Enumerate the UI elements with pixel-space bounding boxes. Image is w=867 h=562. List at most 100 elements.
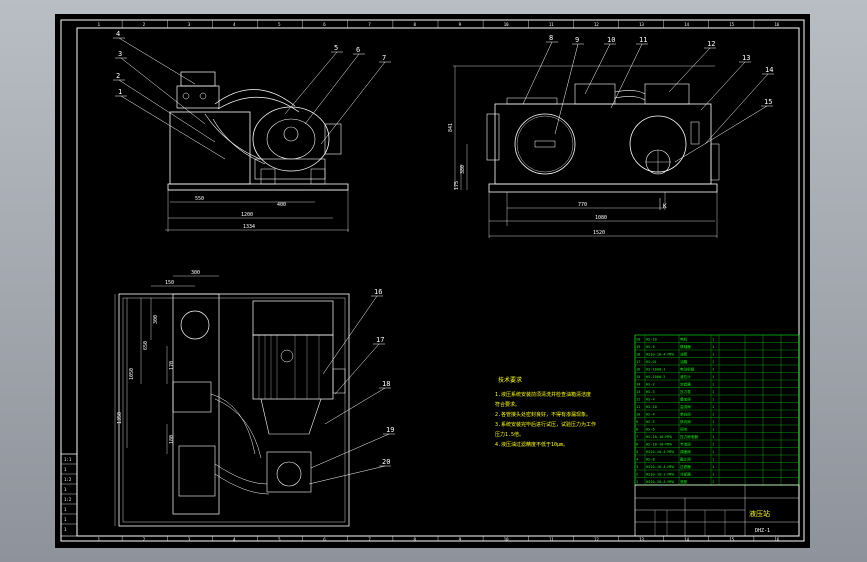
leader-line [334, 343, 380, 395]
bom-cell: 溢流阀 [680, 404, 691, 409]
bom-cell: 1 [712, 390, 714, 394]
front-dim-1334: 1334 [243, 224, 255, 230]
balloon-number: 8 [549, 34, 553, 42]
balloon-number: 3 [118, 50, 122, 58]
top-dim-650: 650 [143, 341, 149, 350]
bom-cell: HS-2 [646, 383, 655, 387]
front-dim-1200: 1200 [241, 212, 253, 218]
leader-line [120, 57, 206, 125]
bom-cell: 19 [636, 345, 640, 349]
bom-cell: HS-9 [646, 345, 655, 349]
bom-cell: 14 [636, 383, 640, 387]
leader-line [700, 61, 746, 111]
bom-cell: 过滤器 [680, 464, 691, 469]
zone-number-top: 5 [278, 22, 281, 27]
top-dim-1350: 1350 [117, 412, 123, 424]
border-zones: 1122334455667788991010111112121313141415… [98, 20, 780, 542]
balloon-number: 14 [765, 66, 773, 74]
zone-number-bottom: 7 [368, 537, 371, 542]
bom-cell: 1 [712, 338, 714, 342]
leader-line [704, 73, 769, 145]
balloon-number: 1 [118, 88, 122, 96]
bom-cell: 调速阀 [680, 449, 691, 454]
note-line: 1.液压系统安装前须清洗并检查油箱清洁度 [495, 391, 591, 398]
bom-cell: HS-1000-2 [646, 375, 665, 379]
bom-cell: HS10-10-4-MPA [646, 353, 675, 357]
bom-cell: 空滤器 [680, 382, 691, 387]
bom-cell: 叠加阀 [680, 397, 691, 402]
left-strip-cell: 1:2 [64, 497, 72, 502]
left-strip-cell: 1 [64, 517, 67, 522]
bom-cell: 15 [636, 375, 640, 379]
bom-cell: HS-3 [646, 390, 655, 394]
bom-cell: 7 [636, 435, 638, 439]
leader-line [308, 465, 386, 485]
top-view: 300 150 300 650 1050 1350 170 180 161718… [114, 270, 395, 527]
leader-line [284, 51, 338, 115]
zone-number-top: 12 [594, 22, 599, 27]
bom-cell: HS-10-10-MPA [646, 443, 673, 447]
zone-number-bottom: 6 [323, 537, 326, 542]
side-dim-380: 380 [460, 165, 466, 174]
balloon-number: 12 [707, 40, 715, 48]
balloon-number: 17 [376, 336, 384, 344]
zone-number-top: 11 [549, 22, 554, 27]
bom-cell: HS-5 [646, 420, 655, 424]
leader-line [324, 387, 386, 425]
balloon-number: 18 [382, 380, 390, 388]
balloon-number: 10 [607, 36, 615, 44]
title-block: 液压站 DHZ-1 [634, 484, 800, 537]
zone-number-top: 3 [188, 22, 191, 27]
balloon-number: 11 [639, 36, 647, 44]
zone-number-top: 15 [729, 22, 734, 27]
bom-cell: 阀块 [680, 427, 688, 432]
bom-cell: 10 [636, 413, 640, 417]
bom-cell: HS-01 [646, 360, 657, 364]
leader-line [674, 105, 768, 163]
bom-cell: 8 [636, 428, 638, 432]
side-dim-1080: 1080 [595, 215, 607, 221]
bom-cell: 底座 [680, 479, 688, 484]
bom-cell: 1 [636, 480, 638, 484]
bom-cell: 1 [712, 435, 714, 439]
balloon-number: 7 [382, 54, 386, 62]
zone-number-top: 13 [639, 22, 644, 27]
bom-cell: 1 [712, 353, 714, 357]
zone-number-top: 10 [504, 22, 509, 27]
motor-fins [258, 335, 320, 399]
bom-cell: 油泵 [680, 352, 688, 357]
leader-line [118, 37, 196, 85]
bom-cell: 1 [712, 383, 714, 387]
leader-line [584, 43, 611, 95]
title-block-name: 液压站 [749, 509, 770, 518]
zone-number-top: 1 [98, 22, 101, 27]
bom-cell: 9 [636, 420, 638, 424]
bom-cell: 16 [636, 368, 640, 372]
note-line: 3.系统安装完毕后进行试压，试验压力为工作 [495, 421, 596, 428]
zone-number-top: 6 [323, 22, 326, 27]
bom-cell: HS10-10-4-MPA [646, 480, 675, 484]
bom-cell: HS10-10-4-MPA [646, 450, 675, 454]
bom-cell: 12 [636, 398, 640, 402]
zone-number-bottom: 5 [278, 537, 281, 542]
zone-number-bottom: 12 [594, 537, 599, 542]
bom-cell: 1 [712, 465, 714, 469]
balloon-number: 19 [386, 426, 394, 434]
notes-title: 技术要求 [498, 376, 522, 384]
zone-number-top: 2 [143, 22, 146, 27]
top-dim-180: 180 [169, 435, 175, 444]
bom-cell: 节流阀 [680, 442, 691, 447]
side-dim-175: 175 [454, 181, 460, 190]
bom-cell: 油箱 [680, 359, 688, 364]
bom-cell: 1 [712, 368, 714, 372]
side-dim-770: 770 [578, 202, 587, 208]
section-mark: K [663, 203, 667, 210]
zone-number-bottom: 8 [413, 537, 416, 542]
bom-cell: 1 [712, 360, 714, 364]
note-line: 压力1.5倍。 [495, 431, 524, 438]
leader-line [668, 47, 711, 93]
